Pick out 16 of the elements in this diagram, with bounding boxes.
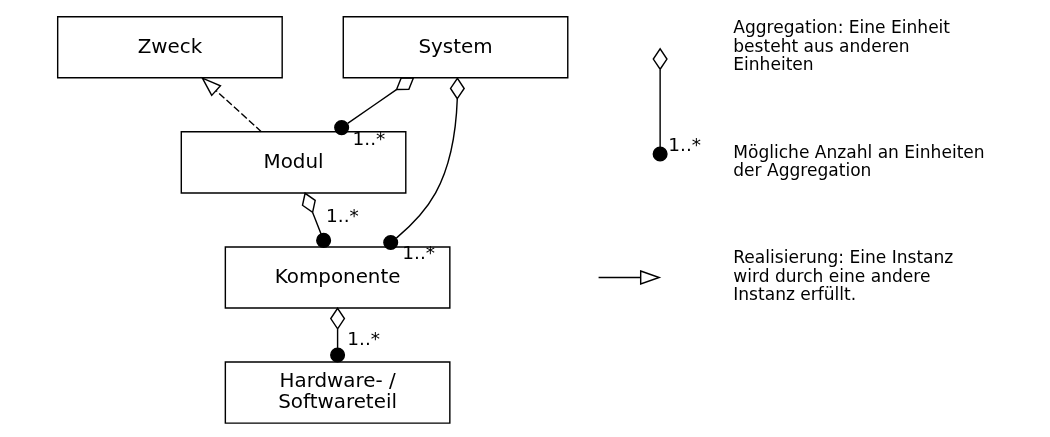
- connector: [382, 76, 465, 251]
- connector: [333, 77, 414, 136]
- connector: [329, 307, 345, 363]
- node-box: Zweck: [56, 16, 283, 79]
- arrow: [200, 76, 262, 133]
- edge-label: 1..*: [401, 241, 435, 263]
- node-box: System: [342, 16, 568, 79]
- edge-label: 1..*: [346, 327, 380, 349]
- edge-label: 1..*: [352, 128, 385, 150]
- connector: [301, 192, 331, 248]
- edge-label: 1..*: [325, 204, 359, 226]
- label: 1..*: [667, 134, 701, 156]
- legend-label: Mögliche Anzahl an Einheiten der Aggregation: [732, 141, 985, 181]
- legend-label: Realisierung: Eine Instanz wird durch eine andere Instanz erfüllt.: [732, 247, 953, 305]
- legend-label: Aggregation: Eine Einheit besteht aus anderen Einheiten: [732, 17, 950, 75]
- node-box: Hardware- / Softwareteil: [224, 361, 451, 424]
